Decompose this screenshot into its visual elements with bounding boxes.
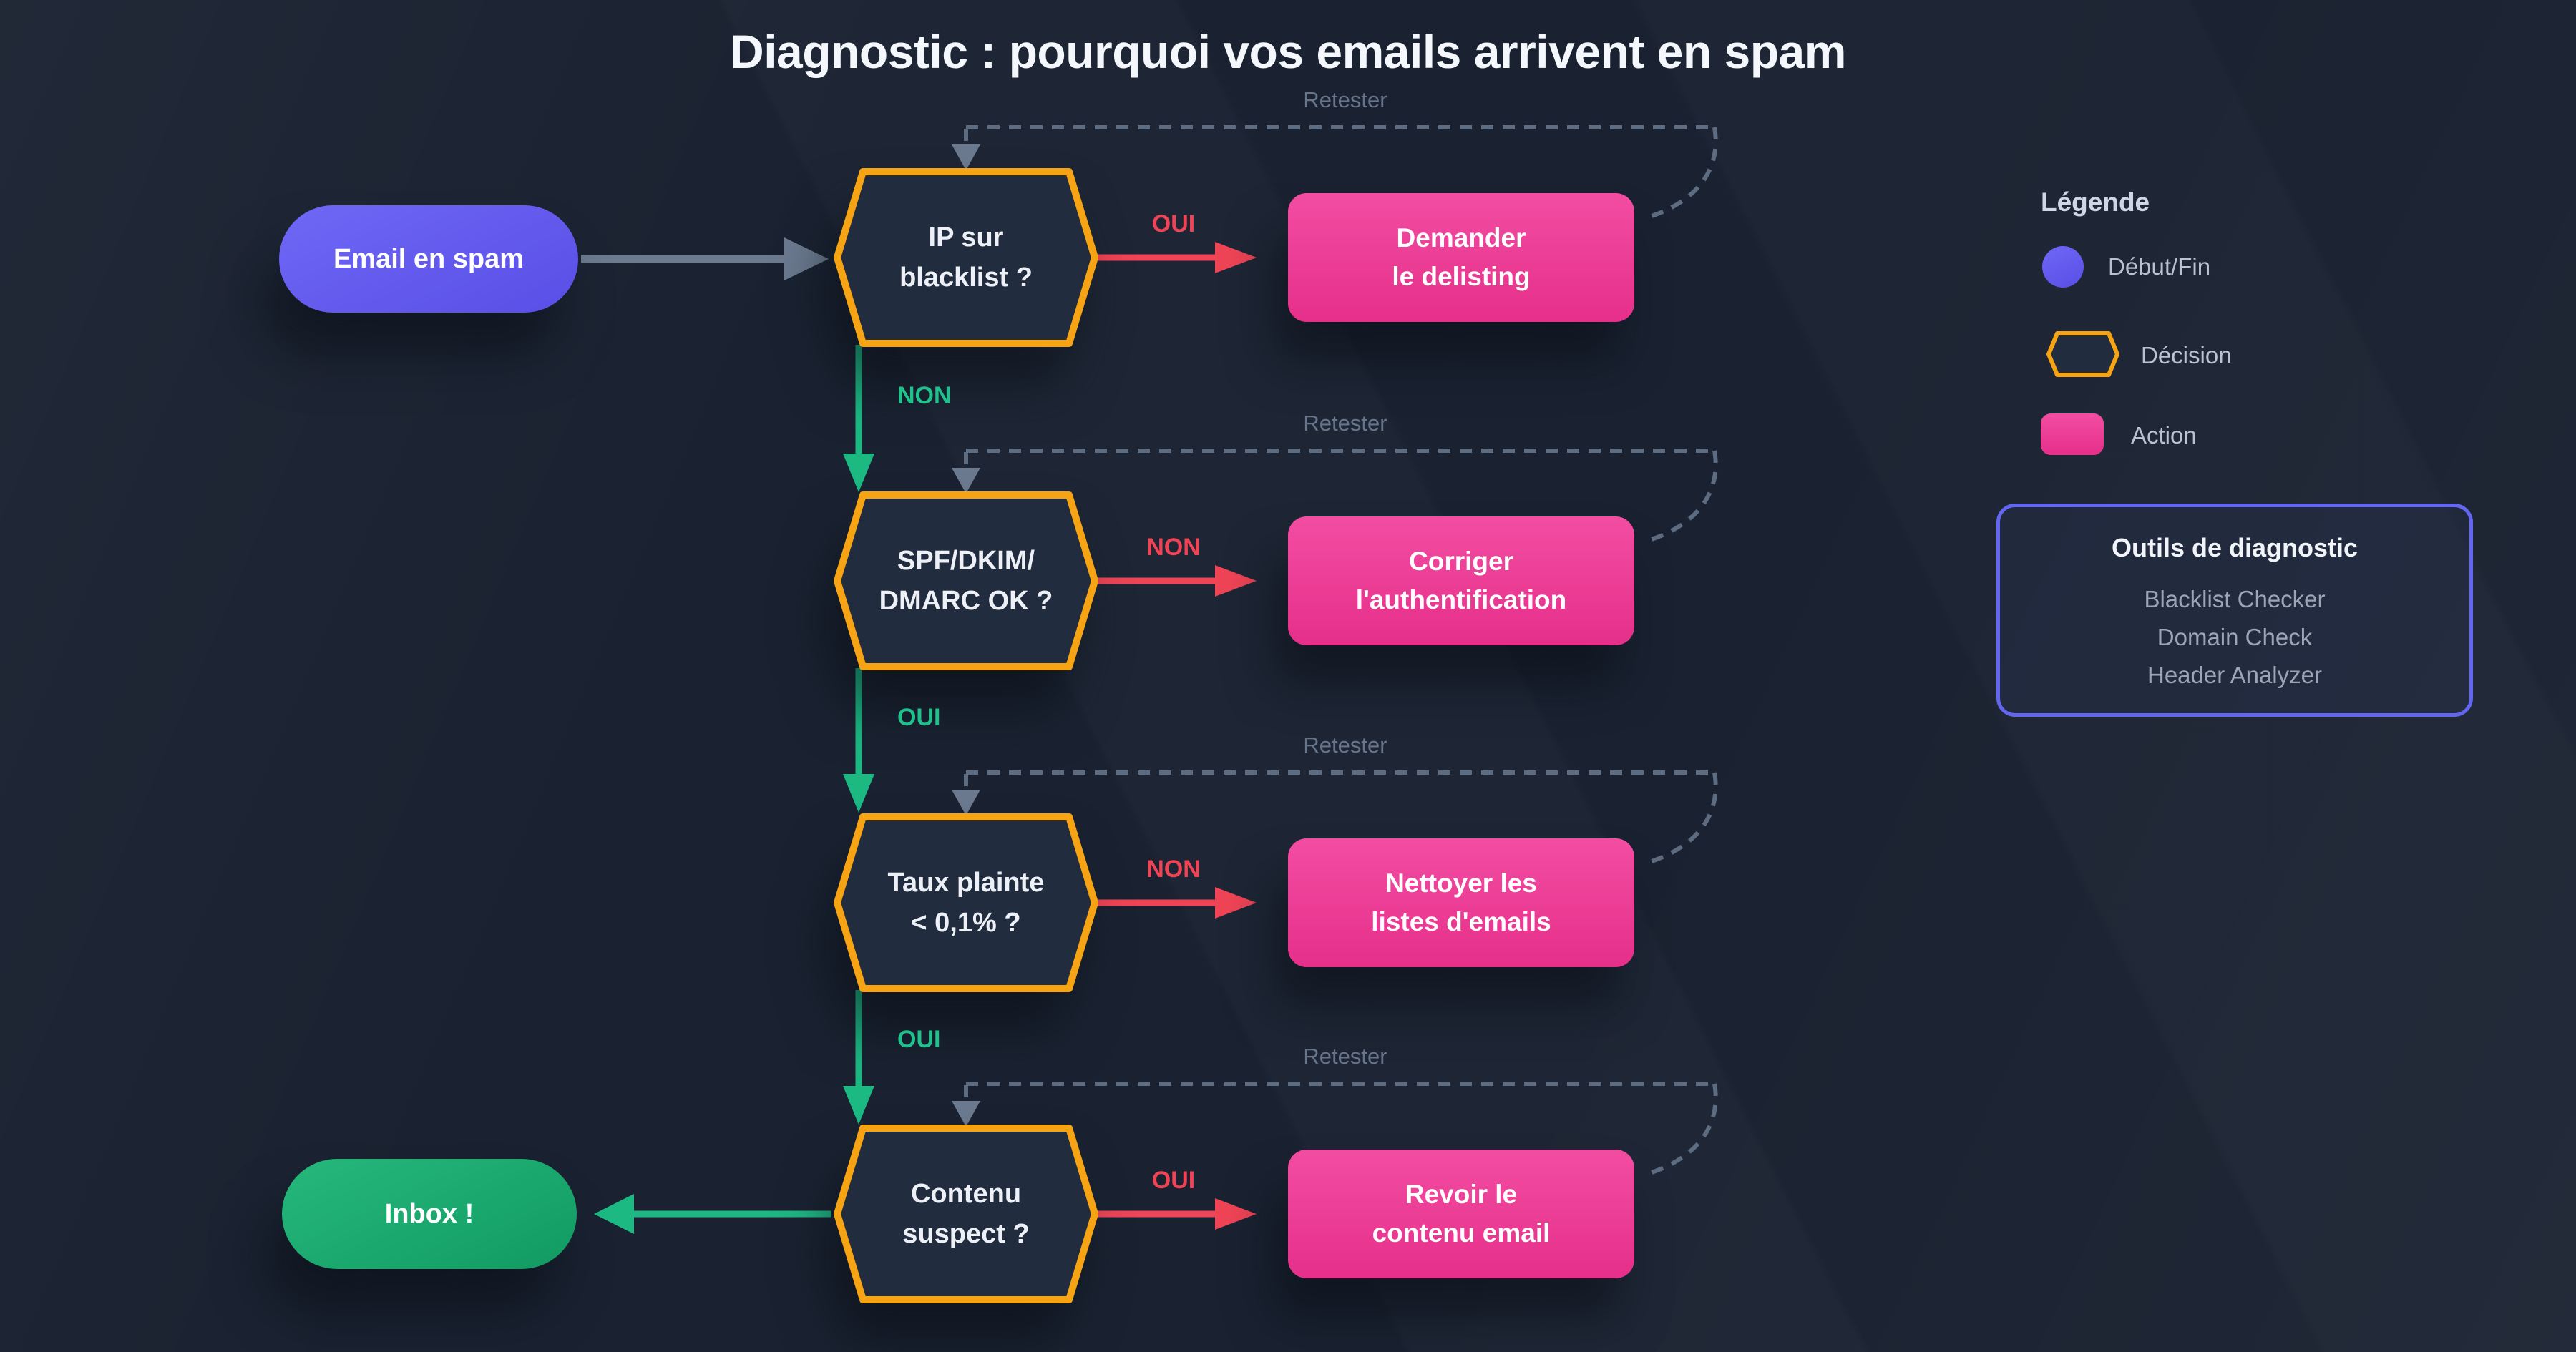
edge-label-oui-4: OUI bbox=[1151, 1167, 1196, 1194]
red-arrowheads bbox=[1215, 242, 1257, 1230]
edge-label-non-2: NON bbox=[1146, 534, 1201, 561]
start-arrow bbox=[581, 237, 829, 280]
decision-shape-auth bbox=[834, 491, 1098, 670]
action-node-delisting: Demander le delisting bbox=[1288, 193, 1634, 339]
start-node-label: Email en spam bbox=[333, 243, 525, 274]
tool-item-domain-check: Domain Check bbox=[2157, 624, 2313, 650]
tool-item-header-analyzer: Header Analyzer bbox=[2147, 662, 2322, 688]
green-arrowheads bbox=[594, 454, 874, 1234]
retester-label-4: Retester bbox=[1303, 1044, 1387, 1069]
action-node-fix-auth: Corriger l'authentification bbox=[1288, 516, 1634, 662]
legend-item-start-end: Début/Fin bbox=[2108, 253, 2211, 280]
retester-label-1: Retester bbox=[1303, 87, 1387, 112]
decision-shape-content bbox=[834, 1125, 1098, 1303]
retester-arrowheads bbox=[952, 144, 980, 1127]
legend-item-action: Action bbox=[2131, 422, 2197, 449]
retester-label-3: Retester bbox=[1303, 733, 1387, 758]
decision-node-blacklist: IP sur blacklist ? bbox=[899, 222, 1033, 293]
edge-label-non-3: NON bbox=[1146, 856, 1201, 883]
edge-label-oui-1: OUI bbox=[1151, 210, 1196, 237]
action-node-clean-lists: Nettoyer les listes d'emails bbox=[1288, 838, 1634, 984]
action-swatch bbox=[2041, 413, 2104, 455]
tool-item-blacklist-checker: Blacklist Checker bbox=[2144, 586, 2326, 612]
decision-shape-complaint bbox=[834, 813, 1098, 992]
red-branch-arrows bbox=[1098, 254, 1216, 1218]
decision-shapes bbox=[834, 168, 1098, 1303]
legend-item-decision: Décision bbox=[2141, 342, 2232, 368]
tools-panel: Outils de diagnostic Blacklist Checker D… bbox=[1996, 504, 2473, 717]
edge-label-non-down-1: NON bbox=[897, 382, 952, 409]
start-end-swatch bbox=[2042, 246, 2084, 288]
edge-label-oui-down-2: OUI bbox=[897, 704, 941, 731]
retester-label-2: Retester bbox=[1303, 411, 1387, 436]
decision-shape-blacklist bbox=[834, 168, 1098, 347]
decision-node-content: Contenu suspect ? bbox=[902, 1179, 1030, 1249]
legend-title: Légende bbox=[2041, 187, 2150, 217]
green-connectors bbox=[634, 345, 862, 1218]
action-node-review-content: Revoir le contenu email bbox=[1288, 1150, 1634, 1295]
end-node: Inbox ! bbox=[282, 1159, 577, 1286]
decision-node-complaint: Taux plainte < 0,1% ? bbox=[887, 868, 1045, 938]
page-title: Diagnostic : pourquoi vos emails arriven… bbox=[730, 25, 1846, 78]
retester-loops bbox=[964, 125, 1718, 1176]
tools-title: Outils de diagnostic bbox=[2111, 533, 2358, 562]
edge-label-oui-down-3: OUI bbox=[897, 1026, 941, 1053]
decision-swatch bbox=[2046, 331, 2119, 377]
start-node: Email en spam bbox=[279, 205, 578, 330]
decision-node-auth: SPF/DKIM/ DMARC OK ? bbox=[879, 546, 1053, 616]
end-node-label: Inbox ! bbox=[384, 1198, 474, 1229]
